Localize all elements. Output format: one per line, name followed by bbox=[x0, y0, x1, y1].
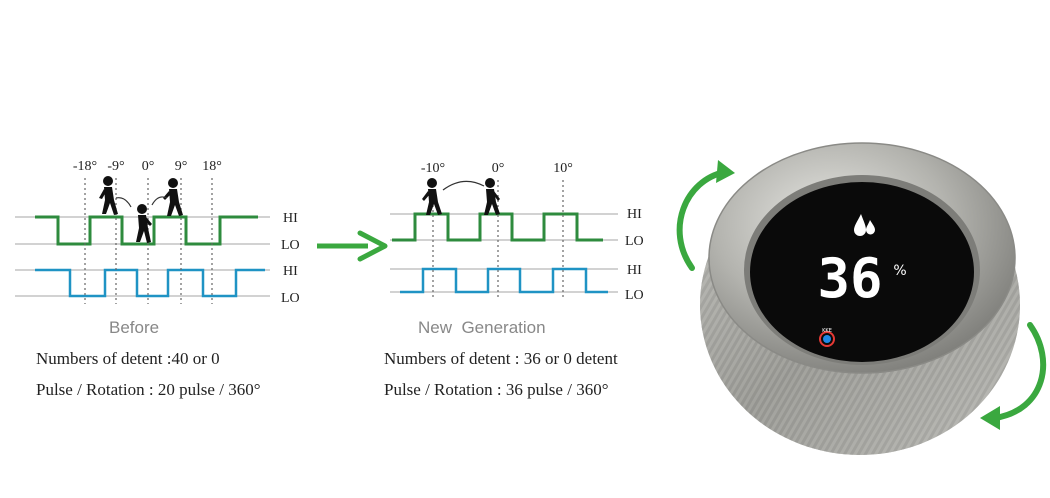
knob-display-value: 36 bbox=[817, 247, 882, 310]
new-generation-pulse-spec: Pulse / Rotation : 36 pulse / 360° bbox=[384, 380, 609, 399]
new-degree-label: 10° bbox=[553, 161, 573, 176]
before-diagram: -18° -9° 0° 9° 18° HI LO HI LO bbox=[15, 159, 300, 306]
before-degree-label: -18° bbox=[73, 159, 97, 174]
new-generation-caption: New Generation bbox=[418, 318, 546, 337]
rotation-arrow-top bbox=[676, 169, 728, 271]
new-level-label: HI bbox=[627, 263, 642, 278]
before-degree-label: 18° bbox=[202, 159, 222, 174]
transition-arrow bbox=[317, 230, 388, 262]
before-degree-label: 0° bbox=[142, 159, 155, 174]
walking-figure-icon bbox=[422, 178, 442, 215]
before-channel-b-waveform bbox=[35, 268, 265, 298]
walking-figure-icon bbox=[163, 178, 183, 216]
knob-display-unit: % bbox=[893, 263, 906, 279]
movement-arrow bbox=[151, 196, 168, 206]
walking-figure-icon bbox=[99, 176, 118, 215]
movement-arrow bbox=[442, 180, 485, 191]
movement-arrow bbox=[115, 197, 132, 208]
before-detent-spec: Numbers of detent :40 or 0 bbox=[36, 349, 220, 368]
knob-display bbox=[750, 182, 974, 362]
new-degree-label: 0° bbox=[492, 161, 505, 176]
new-degree-label: -10° bbox=[421, 161, 445, 176]
new-generation-detent-spec: Numbers of detent : 36 or 0 detent bbox=[384, 349, 618, 368]
rotation-arrow-bottom-head bbox=[980, 406, 1000, 430]
before-degree-label: -9° bbox=[107, 159, 124, 174]
new-channel-b-waveform bbox=[400, 267, 608, 294]
new-level-label: LO bbox=[625, 288, 644, 303]
brand-logo-text: KKE bbox=[822, 328, 832, 334]
before-level-label: LO bbox=[281, 291, 300, 306]
brand-logo: KKE bbox=[819, 328, 835, 347]
knob-product: 36 % KKE bbox=[676, 142, 1047, 455]
before-caption: Before bbox=[109, 318, 160, 337]
new-generation-diagram: -10° 0° 10° HI LO HI LO bbox=[390, 161, 644, 303]
walking-figure-icon bbox=[136, 204, 152, 243]
walking-figure-icon bbox=[484, 178, 500, 215]
before-degree-label: 9° bbox=[175, 159, 188, 174]
rotation-arrow-bottom bbox=[992, 322, 1047, 421]
water-drop-icon bbox=[854, 214, 875, 236]
new-level-label: LO bbox=[625, 234, 644, 249]
rotation-arrow-top-head bbox=[716, 160, 735, 183]
before-level-label: HI bbox=[283, 264, 298, 279]
before-channel-a-waveform bbox=[35, 215, 258, 246]
before-level-label: LO bbox=[281, 238, 300, 253]
new-level-label: HI bbox=[627, 207, 642, 222]
before-pulse-spec: Pulse / Rotation : 20 pulse / 360° bbox=[36, 380, 261, 399]
before-level-label: HI bbox=[283, 211, 298, 226]
